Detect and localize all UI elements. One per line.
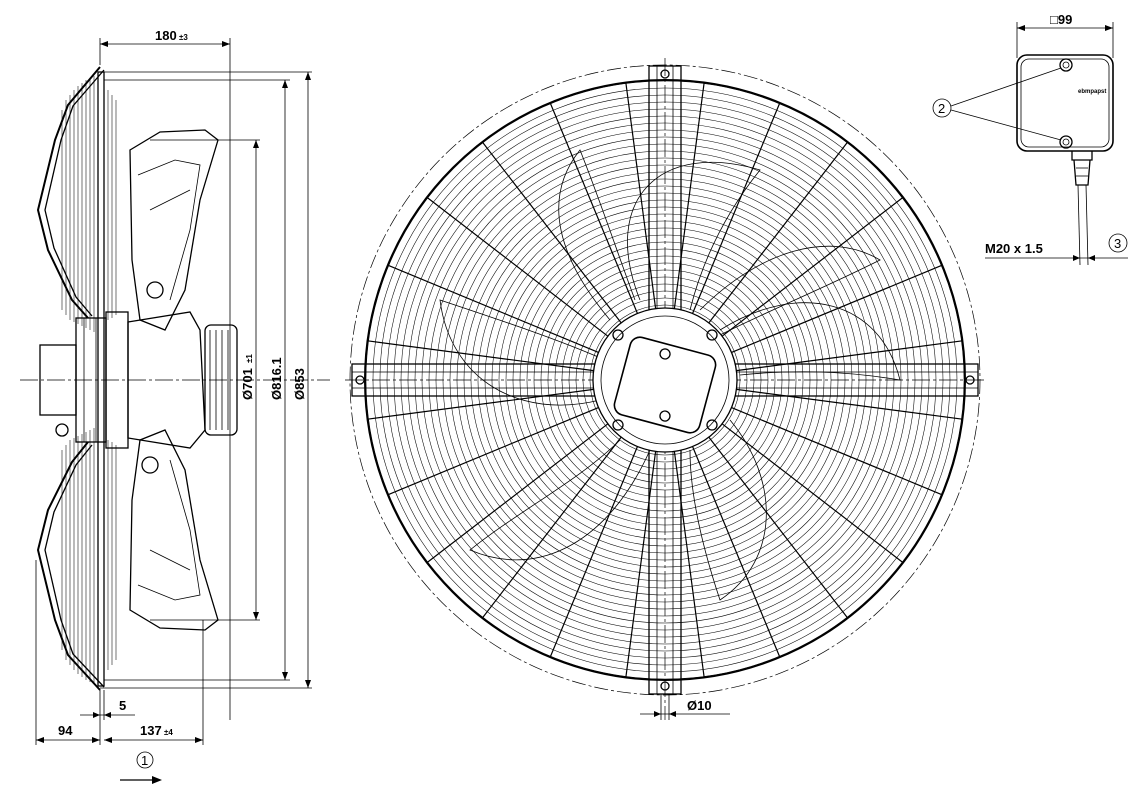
- grille-ring: [589, 304, 741, 456]
- grille-ring: [498, 213, 832, 547]
- callout-circle-2: [932, 98, 952, 118]
- dim-depth-total: 180: [155, 28, 177, 43]
- hub-terminal-box: [613, 336, 717, 434]
- grille-spoke: [721, 196, 904, 337]
- side-view: 180 ±3 Ø701 ±1 Ø816.1 Ø853 5: [20, 28, 330, 784]
- grille-spoke: [691, 446, 781, 658]
- grille-ring: [519, 234, 811, 526]
- dim-depth-mount: 137: [140, 723, 162, 738]
- grille-spoke: [673, 451, 705, 678]
- grille-spoke: [426, 196, 609, 337]
- grille-ring: [456, 171, 874, 589]
- grille-ring: [379, 94, 951, 666]
- grille-spoke: [736, 340, 963, 372]
- grille-spoke: [387, 406, 599, 496]
- dim-depth-total-tol: ±3: [179, 33, 188, 42]
- grille-spoke: [426, 423, 609, 564]
- dim-hole-dia: Ø10: [687, 698, 712, 713]
- grille-ring: [372, 87, 958, 673]
- grille-ring: [533, 248, 797, 512]
- grille-spoke: [708, 436, 849, 619]
- grille-ring: [491, 206, 839, 554]
- box-logo: ebmpapst: [1078, 89, 1106, 95]
- box-screw-top: [1059, 58, 1073, 72]
- grille-spoke: [481, 436, 622, 619]
- grille-spoke: [625, 451, 657, 678]
- grille-ring: [568, 283, 762, 477]
- mount-hole-top: [660, 69, 670, 79]
- terminal-box: [1016, 54, 1114, 152]
- grille-outer-rim: [364, 79, 966, 681]
- grille-ring: [540, 255, 790, 505]
- dim-dia-inner: Ø701: [240, 368, 255, 400]
- grille-ring: [442, 157, 888, 603]
- grille-spoke: [731, 264, 943, 354]
- front-view: Ø10: [345, 58, 985, 720]
- dim-dia-inner-tol: ±1: [245, 354, 254, 363]
- callout-screws: 2: [938, 101, 945, 116]
- grille-spoke: [721, 423, 904, 564]
- mount-hole-bottom: [660, 681, 670, 691]
- dim-depth-mount-tol: ±4: [164, 728, 173, 737]
- dim-box-size: □99: [1050, 12, 1072, 27]
- grille-ring: [547, 262, 783, 498]
- grille-ring: [561, 276, 769, 484]
- grille-ring: [428, 143, 902, 617]
- grille-spoke: [367, 340, 594, 372]
- grille-spokes: [367, 82, 963, 678]
- grille-ring: [554, 269, 776, 491]
- grille-ring: [526, 241, 804, 519]
- grille-ring: [470, 185, 860, 575]
- rotor-ribs: [209, 330, 229, 430]
- grille-spoke: [387, 264, 599, 354]
- grille-ring: [477, 192, 853, 568]
- grille-spoke: [367, 388, 594, 420]
- grille-ring: [512, 227, 818, 533]
- dim-dia-outer: Ø853: [292, 368, 307, 400]
- grille-spoke: [673, 82, 705, 309]
- grille-spoke: [625, 82, 657, 309]
- grille-ring: [463, 178, 867, 582]
- grille-ring: [414, 129, 916, 631]
- mount-hole-left: [355, 375, 365, 385]
- grille-rings: [364, 79, 966, 681]
- grille-ring: [435, 150, 895, 610]
- grille-spoke: [731, 406, 943, 496]
- grille-spoke: [481, 141, 622, 324]
- grille-ring: [449, 164, 881, 596]
- grille-spoke: [549, 446, 639, 658]
- callout-cable: 3: [1114, 236, 1121, 251]
- grille-spoke: [549, 102, 639, 314]
- grille-spoke: [708, 141, 849, 324]
- callout-circle-3: [1108, 233, 1128, 253]
- grille-ring: [484, 199, 846, 561]
- box-screw-bottom: [1059, 135, 1073, 149]
- grille-ring: [505, 220, 825, 540]
- dim-flange: 5: [119, 698, 126, 713]
- grille-ring: [407, 122, 923, 638]
- grille-ring: [386, 101, 944, 659]
- grille-spoke: [691, 102, 781, 314]
- dim-dia-mid: Ø816.1: [269, 357, 284, 400]
- dim-offset-left: 94: [58, 723, 73, 738]
- grille-ring: [400, 115, 930, 645]
- grille-ring: [393, 108, 937, 652]
- terminal-box-detail: □99 ebmpapst M20 x 1.5 2 3: [932, 12, 1128, 266]
- grille-ring: [421, 136, 909, 624]
- mount-hole-right: [965, 375, 975, 385]
- dim-cable-gland: M20 x 1.5: [985, 241, 1043, 256]
- callout-airflow: 1: [141, 753, 148, 768]
- grille-ring: [582, 297, 748, 463]
- side-grille-hatch: [61, 76, 117, 684]
- callout-circle-1: [136, 751, 154, 769]
- grille-spoke: [736, 388, 963, 420]
- grille-ring: [575, 290, 755, 470]
